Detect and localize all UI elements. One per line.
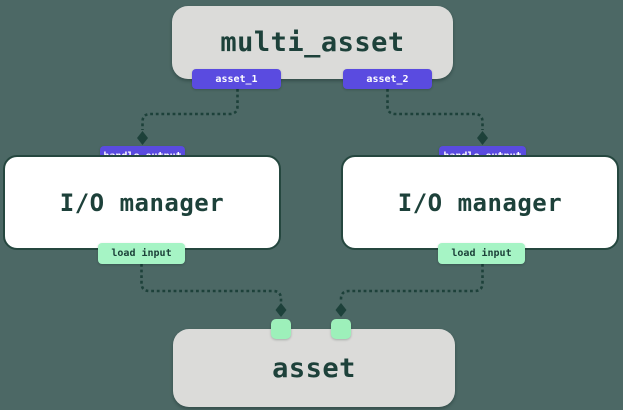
output-tag-asset-1-label: asset_1 [215, 73, 258, 85]
load-input-tag-right-label: load input [451, 248, 512, 259]
node-multi-asset[interactable]: multi_asset [172, 6, 453, 79]
output-tag-asset-1[interactable]: asset_1 [192, 69, 281, 89]
output-tag-asset-2[interactable]: asset_2 [343, 69, 432, 89]
node-io-manager-right[interactable]: I/O manager [341, 155, 619, 250]
asset-input-handle-right[interactable] [331, 319, 351, 339]
asset-title: asset [272, 352, 356, 384]
output-tag-asset-2-label: asset_2 [366, 73, 409, 85]
edge-load-input-right-to-asset [339, 264, 484, 302]
io-manager-left-title: I/O manager [59, 188, 225, 217]
edge-load-input-left-to-asset [140, 264, 283, 302]
multi-asset-title: multi_asset [220, 27, 405, 58]
arrowhead-diamond-right-bottom [335, 303, 347, 317]
node-io-manager-left[interactable]: I/O manager [3, 155, 281, 250]
arrowhead-diamond-right-top [477, 131, 488, 145]
load-input-tag-right[interactable]: load input [438, 243, 525, 264]
edge-asset1-to-handle-output [141, 89, 239, 130]
io-manager-right-title: I/O manager [397, 188, 563, 217]
asset-input-handle-left[interactable] [271, 319, 291, 339]
arrowhead-diamond-left-bottom [275, 303, 287, 317]
load-input-tag-left-label: load input [111, 248, 172, 259]
load-input-tag-left[interactable]: load input [98, 243, 185, 264]
edge-asset2-to-handle-output [386, 89, 484, 130]
arrowhead-diamond-left-top [137, 131, 148, 145]
node-asset[interactable]: asset [173, 329, 455, 407]
